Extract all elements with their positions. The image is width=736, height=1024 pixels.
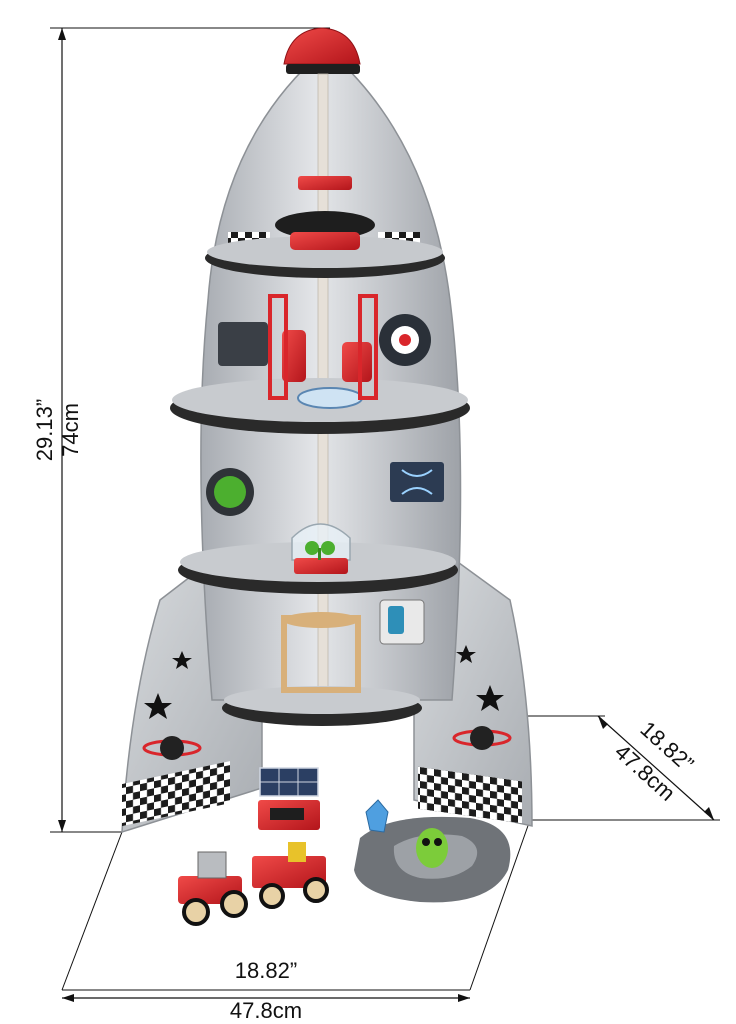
- star-icon: [476, 685, 504, 711]
- planet-icon-left: [142, 736, 202, 760]
- nose-cone-base: [286, 64, 360, 74]
- rocket-body: [200, 51, 462, 701]
- globe-table: [297, 387, 363, 409]
- rover-car: [178, 851, 248, 926]
- footprint-outline: [61, 819, 531, 991]
- alien-crater: [354, 799, 511, 903]
- nose-cone: [283, 27, 361, 65]
- width-dimension: 18.82” 47.8cm: [62, 958, 470, 1023]
- height-cm-label: 74cm: [58, 403, 83, 457]
- height-inches-label: 29.13”: [32, 399, 57, 461]
- cargo-trailer: [252, 842, 329, 909]
- green-alien: [416, 828, 448, 868]
- control-panel-left: [218, 322, 268, 366]
- rocket-playset: [121, 27, 533, 834]
- blue-crystal: [365, 799, 389, 833]
- star-icon: [456, 645, 476, 663]
- star-icon: [144, 693, 172, 719]
- right-fin-checker: [418, 766, 522, 824]
- dna-screen: [390, 462, 444, 502]
- star-icon: [172, 651, 192, 669]
- height-dimension: 29.13” 74cm: [32, 27, 330, 833]
- width-inches-label: 18.82”: [235, 958, 297, 983]
- width-cm-label: 47.8cm: [230, 998, 302, 1023]
- planet-icon-right: [452, 726, 512, 750]
- red-seat-right: [342, 342, 372, 382]
- left-fin-checker: [122, 761, 230, 827]
- solar-station: [258, 767, 320, 830]
